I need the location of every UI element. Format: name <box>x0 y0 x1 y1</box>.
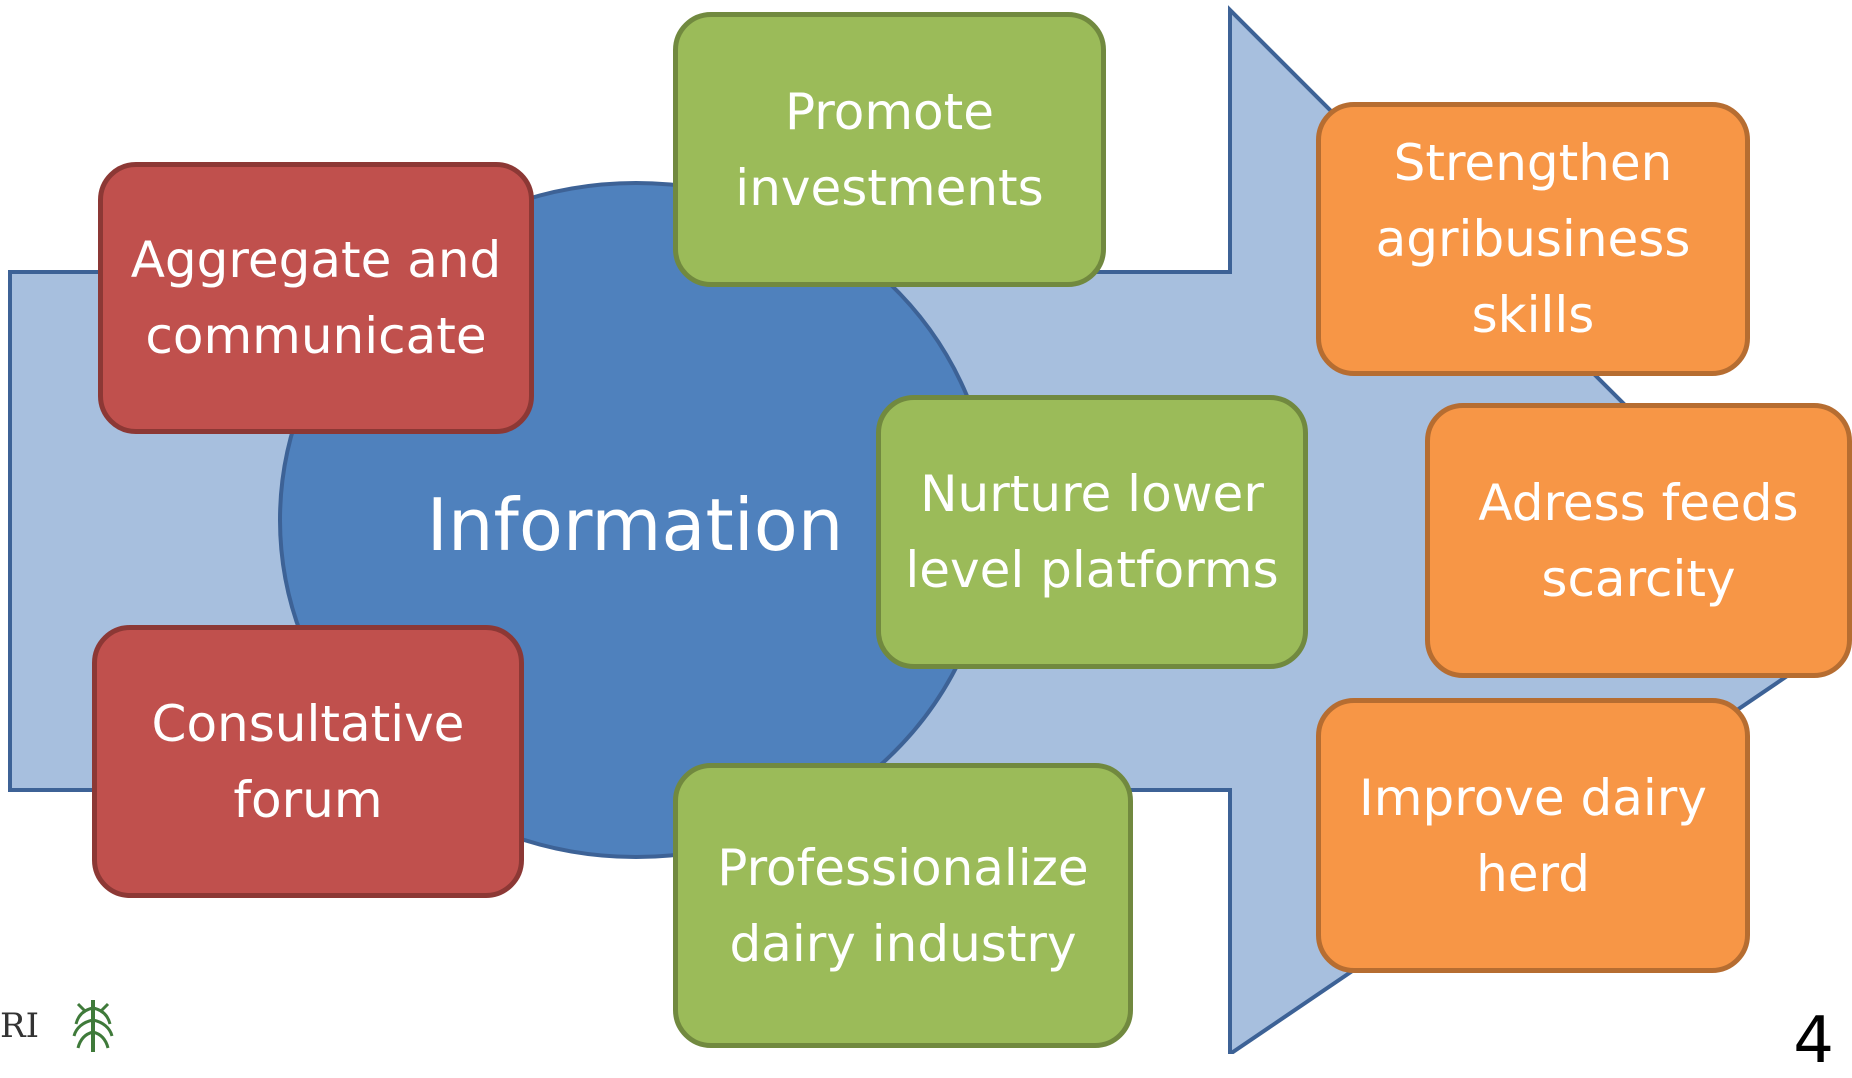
box-nurture-platforms: Nurture lower level platforms <box>876 395 1308 669</box>
box-label: Improve dairy herd <box>1359 768 1707 903</box>
wheat-emblem-icon <box>72 1000 114 1052</box>
logo-text: RI <box>0 1006 40 1046</box>
box-promote-investments: Promote investments <box>673 12 1106 287</box>
box-label: Strengthen agribusiness skills <box>1375 134 1691 344</box>
box-improve-dairy-herd: Improve dairy herd <box>1316 698 1750 973</box>
box-label: Aggregate and communicate <box>130 231 502 365</box>
box-label: Adress feeds scarcity <box>1478 473 1799 608</box>
center-label-information: Information <box>426 483 844 567</box>
box-address-feeds: Adress feeds scarcity <box>1425 403 1852 678</box>
box-strengthen-agribusiness: Strengthen agribusiness skills <box>1316 102 1750 376</box>
box-aggregate-communicate: Aggregate and communicate <box>98 162 534 434</box>
page-number: 4 <box>1793 1004 1834 1078</box>
box-label: Consultative forum <box>151 694 465 829</box>
diagram-canvas: Information Aggregate and communicate Co… <box>0 5 1852 1078</box>
box-label: Promote investments <box>735 82 1044 217</box>
box-consultative-forum: Consultative forum <box>92 625 524 898</box>
organization-logo: RI <box>0 994 140 1054</box>
box-label: Professionalize dairy industry <box>717 838 1089 973</box>
box-label: Nurture lower level platforms <box>905 465 1279 599</box>
box-professionalize-dairy: Professionalize dairy industry <box>673 763 1133 1048</box>
